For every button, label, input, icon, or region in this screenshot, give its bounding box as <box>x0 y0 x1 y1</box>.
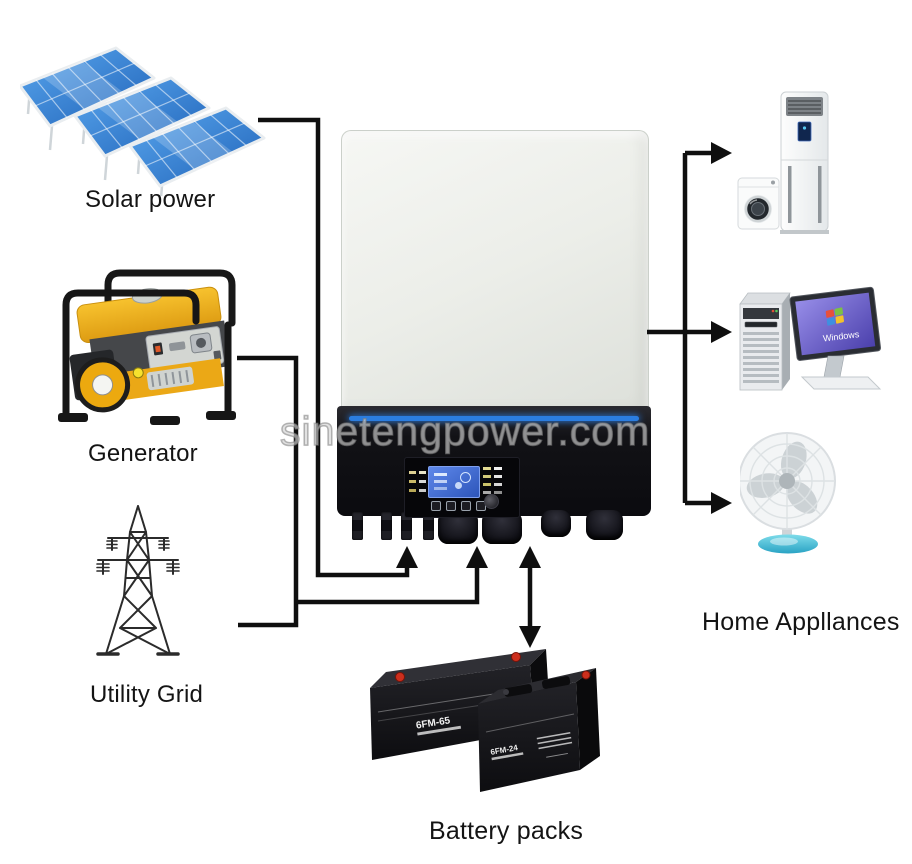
arrowhead-solar-up <box>396 546 418 568</box>
fan-icon <box>740 432 836 554</box>
inverter-led-indicators-left <box>409 471 416 474</box>
line-junction-to-inverter <box>296 564 480 605</box>
battery-small: 6FM-24 <box>478 668 600 792</box>
label-generator: Generator <box>88 440 198 467</box>
mc4-connector <box>352 512 363 540</box>
inverter-body <box>341 130 649 409</box>
label-solar-power: Solar power <box>85 186 216 213</box>
arrowhead-ac-right <box>711 142 732 164</box>
monitor-brand-text: Windows <box>822 329 860 343</box>
label-home-appliances: Home Appllances <box>702 608 900 636</box>
line-generator-to-junction <box>237 355 299 628</box>
inverter-knob <box>484 494 499 509</box>
utility-tower-icon <box>96 505 180 656</box>
mc4-connector <box>423 512 434 540</box>
label-battery-packs: Battery packs <box>429 817 584 845</box>
inverter-accent-stripe <box>349 416 639 421</box>
cable-gland <box>586 510 623 540</box>
inverter-lcd-display <box>428 466 480 498</box>
cable-gland <box>541 510 571 537</box>
label-utility-grid: Utility Grid <box>90 681 204 708</box>
arrowhead-grid-gen-up <box>466 546 488 568</box>
windows-logo-icon <box>825 307 844 326</box>
solar-panels-icon <box>20 46 266 196</box>
computer-icon: Windows <box>739 286 882 391</box>
generator-icon <box>58 269 236 425</box>
arrowhead-battery-up <box>519 546 541 568</box>
arrowhead-computer-right <box>711 321 732 343</box>
air-conditioner-washer-icon <box>737 91 829 234</box>
line-appliance-branch <box>682 150 714 506</box>
inverter-buttons <box>431 501 486 511</box>
mc4-connector <box>381 512 392 540</box>
battery-packs-icon: 6FM-65 6FM-24 <box>370 649 600 792</box>
inverter-led-indicators-right <box>483 467 491 470</box>
arrowhead-fan-right <box>711 492 732 514</box>
battery-large-model: 6FM-65 <box>415 715 451 731</box>
